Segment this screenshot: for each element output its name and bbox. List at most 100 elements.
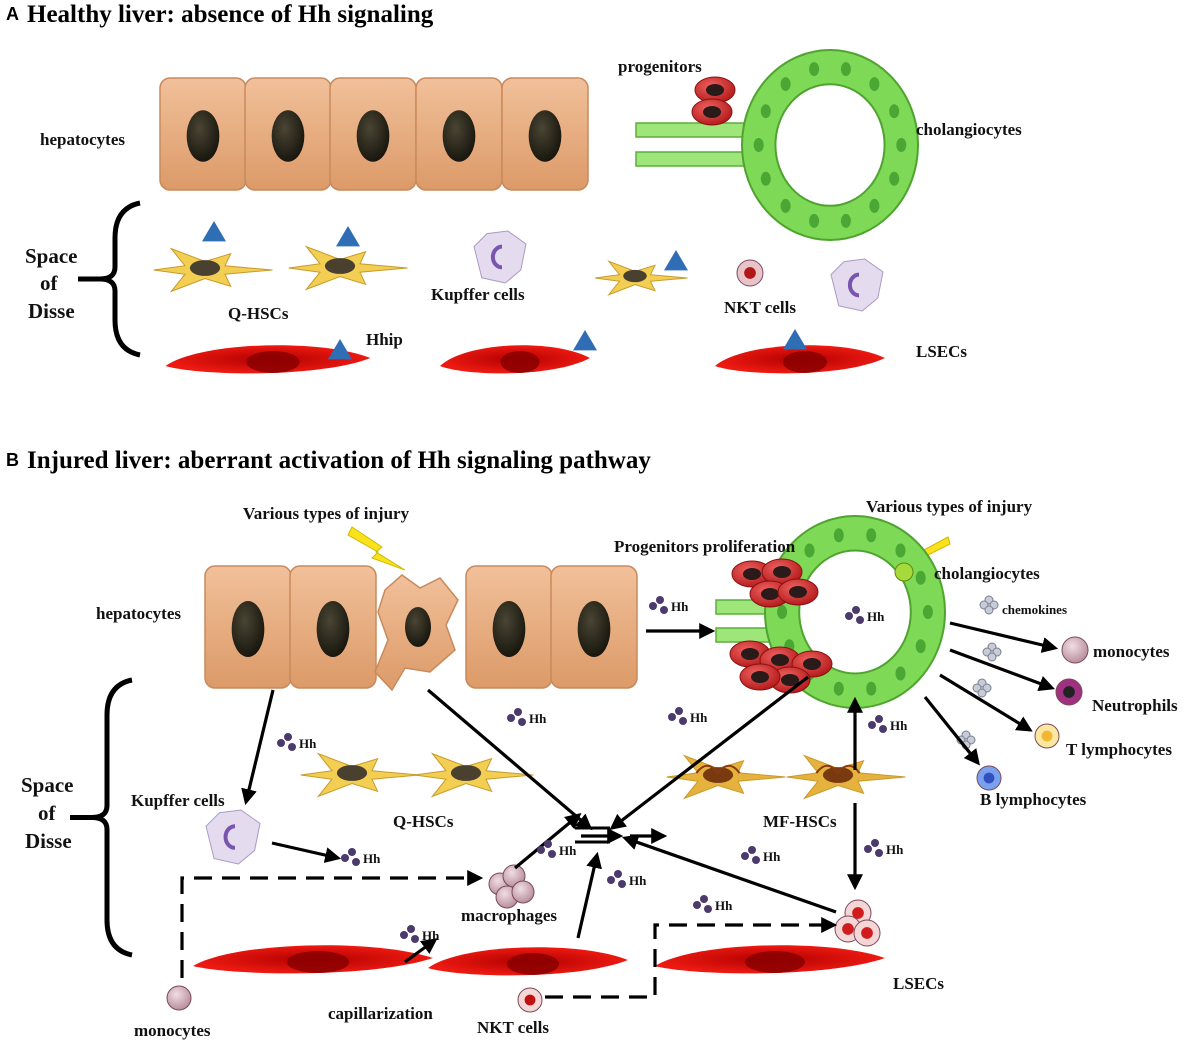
- label-disse-b: Disse: [25, 829, 72, 853]
- kupffer-cell-b: [205, 809, 261, 865]
- bile-duct-a: [741, 49, 919, 241]
- hepatocyte-nucleus: [577, 600, 611, 658]
- bracket-a: [78, 200, 141, 358]
- hepatocyte-nucleus: [271, 110, 305, 162]
- hh-label: Hh: [559, 843, 577, 858]
- t-lymphocyte-cell: [1034, 723, 1060, 749]
- label-chemokines: chemokines: [1002, 602, 1067, 617]
- label-injury-right: Various types of injury: [866, 497, 1033, 516]
- hhip-triangle: [664, 250, 688, 271]
- hh-label: Hh: [890, 718, 908, 733]
- hepatocyte-cell: [329, 77, 417, 191]
- hh-label: Hh: [886, 842, 904, 857]
- hepatocyte-nucleus: [528, 110, 562, 162]
- cholangiocyte-nucleus: [840, 213, 851, 228]
- hh-label: Hh: [629, 873, 647, 888]
- b-lymphocyte-cell: [976, 765, 1002, 791]
- label-hhip: Hhip: [366, 330, 403, 349]
- label-monocytes-right: monocytes: [1093, 642, 1170, 661]
- lsec-cell: [193, 945, 433, 974]
- hh-ligand: Hh: [607, 870, 647, 888]
- arrow-to-neutrophils: [949, 648, 1055, 692]
- neutrophil-cell: [1055, 678, 1083, 706]
- label-lsecs-a: LSECs: [916, 342, 967, 361]
- arrow-to-monocytes: [949, 621, 1059, 653]
- label-hepatocytes-a: hepatocytes: [40, 130, 125, 149]
- dashed-monocyte-to-macrophage: [180, 870, 484, 978]
- kupffer-cell-a2: [830, 258, 884, 312]
- nkt-cell-b: [517, 987, 543, 1013]
- cholangiocyte-nucleus: [895, 666, 906, 681]
- label-monocytes-bottom: monocytes: [134, 1021, 211, 1040]
- cholangiocyte-nucleus: [915, 570, 926, 585]
- label-nkt-a: NKT cells: [724, 298, 796, 317]
- hsc-nucleus: [822, 767, 854, 783]
- hepatocyte-cell: [415, 77, 503, 191]
- hh-ligand: Hh: [537, 840, 577, 858]
- lsec-cluster-cell: [853, 919, 881, 947]
- hhip-triangle: [573, 330, 597, 351]
- panel-a-letter: A: [6, 4, 19, 24]
- progenitor-cell: [731, 560, 773, 588]
- qhsc-a-2: [288, 245, 408, 291]
- hepatocyte-nucleus: [231, 600, 265, 658]
- hsc-nucleus: [324, 258, 356, 274]
- hepatocyte-cell: [289, 565, 377, 689]
- cholangiocyte-nucleus: [915, 639, 926, 654]
- lsec-nucleus: [500, 351, 540, 373]
- hhip-triangle: [328, 339, 352, 360]
- cholangiocyte-nucleus: [760, 171, 771, 186]
- hsc-nucleus: [623, 269, 647, 283]
- label-progenitors-prolif: Progenitors proliferation: [614, 537, 796, 556]
- hepatocyte-nucleus: [356, 110, 390, 162]
- progenitor-cell: [739, 663, 781, 691]
- hh-ligand: Hh: [668, 707, 708, 725]
- label-qhscs-a: Q-HSCs: [228, 304, 289, 323]
- arrow-hep-to-center: [426, 688, 593, 831]
- hepatocyte-nucleus: [492, 600, 526, 658]
- lsec-nucleus: [286, 951, 350, 973]
- arrow-lsec-to-center: [621, 834, 837, 914]
- arrow-nkt-to-center: [576, 851, 602, 939]
- cholangiocyte-nucleus: [753, 138, 764, 152]
- kupffer-nucleus: [490, 244, 503, 270]
- hh-label: Hh: [715, 898, 733, 913]
- hsc-nucleus: [450, 765, 482, 781]
- hh-ligand: Hh: [277, 733, 317, 751]
- cholangiocyte-nucleus: [922, 605, 933, 619]
- progenitor-cell: [761, 558, 803, 586]
- label-injury-left: Various types of injury: [243, 504, 410, 523]
- label-of-b: of: [38, 801, 57, 825]
- hhip-triangle: [202, 221, 226, 242]
- arrow-capillarization: [404, 938, 438, 964]
- cholangiocyte-nucleus: [866, 681, 877, 696]
- monocyte-bottom: [166, 985, 192, 1011]
- hepatocyte-cell: [550, 565, 638, 689]
- label-hepatocytes-b: hepatocytes: [96, 604, 181, 623]
- label-space-b: Space: [21, 773, 74, 797]
- hh-label: Hh: [763, 849, 781, 864]
- cholangiocyte-nucleus: [804, 543, 815, 558]
- arrow-duct-to-center: [609, 675, 809, 830]
- hh-label: Hh: [529, 711, 547, 726]
- hepatocyte-cell: [159, 77, 247, 191]
- kupffer-nucleus: [847, 272, 860, 298]
- hh-ligand: Hh: [693, 895, 733, 913]
- label-disse-a: Disse: [28, 299, 75, 323]
- lsec-nucleus: [782, 351, 828, 373]
- hepatocyte-cell: [465, 565, 553, 689]
- kupffer-nucleus: [223, 824, 236, 850]
- bracket-b: [70, 677, 133, 958]
- nkt-cell-a: [736, 259, 764, 287]
- label-nkt-b: NKT cells: [477, 1018, 549, 1037]
- label-cholangiocytes-a: cholangiocytes: [916, 120, 1022, 139]
- lsec-nucleus: [246, 351, 300, 373]
- mfhsc-1: [666, 754, 786, 800]
- cholangiocyte-nucleus: [840, 62, 851, 77]
- label-capillarization: capillarization: [328, 1004, 433, 1023]
- panel-b-letter: B: [6, 450, 19, 470]
- cholangiocyte-nucleus: [869, 198, 880, 213]
- lsec-cell: [440, 345, 590, 374]
